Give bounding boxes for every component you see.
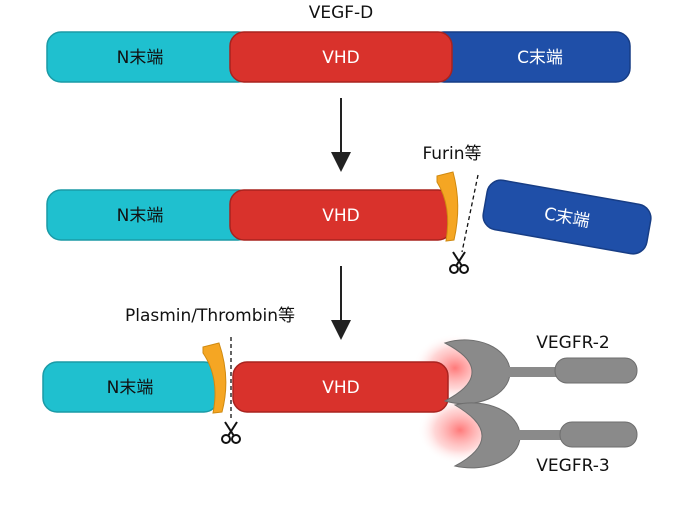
c-terminal-label: C末端 <box>517 48 563 68</box>
vegfr2-label: VEGFR-2 <box>536 333 609 353</box>
n-terminal-label: N末端 <box>117 48 164 68</box>
vhd-segment <box>232 361 449 413</box>
n-terminal-label: N末端 <box>107 378 154 398</box>
vegfr2-receptor <box>443 339 638 405</box>
cleavage-line <box>461 174 479 253</box>
vhd-label: VHD <box>322 206 360 226</box>
row-full-precursor: N末端 VHD C末端 <box>46 31 631 83</box>
row-c-terminal-cleavage: C末端 N末端 VHD Furin等 <box>46 144 652 274</box>
plasmin-thrombin-label: Plasmin/Thrombin等 <box>125 306 295 326</box>
row-mature-vhd-binding: Plasmin/Thrombin等 N末端 VHD VEGFR-2 VEGFR-… <box>42 306 638 476</box>
vegfr3-receptor <box>453 402 638 469</box>
furin-label: Furin等 <box>422 144 481 164</box>
vhd-label: VHD <box>322 48 360 68</box>
c-terminal-segment <box>482 179 652 255</box>
plasmin-enzyme-shape <box>202 342 227 414</box>
diagram-title: VEGF-D <box>309 3 374 23</box>
furin-enzyme-shape <box>436 171 459 242</box>
scissors-icon <box>221 421 241 444</box>
vhd-segment <box>229 31 453 83</box>
n-terminal-label: N末端 <box>117 206 164 226</box>
vegfr3-label: VEGFR-3 <box>536 456 609 476</box>
vhd-label: VHD <box>322 378 360 398</box>
scissors-icon <box>449 251 469 274</box>
